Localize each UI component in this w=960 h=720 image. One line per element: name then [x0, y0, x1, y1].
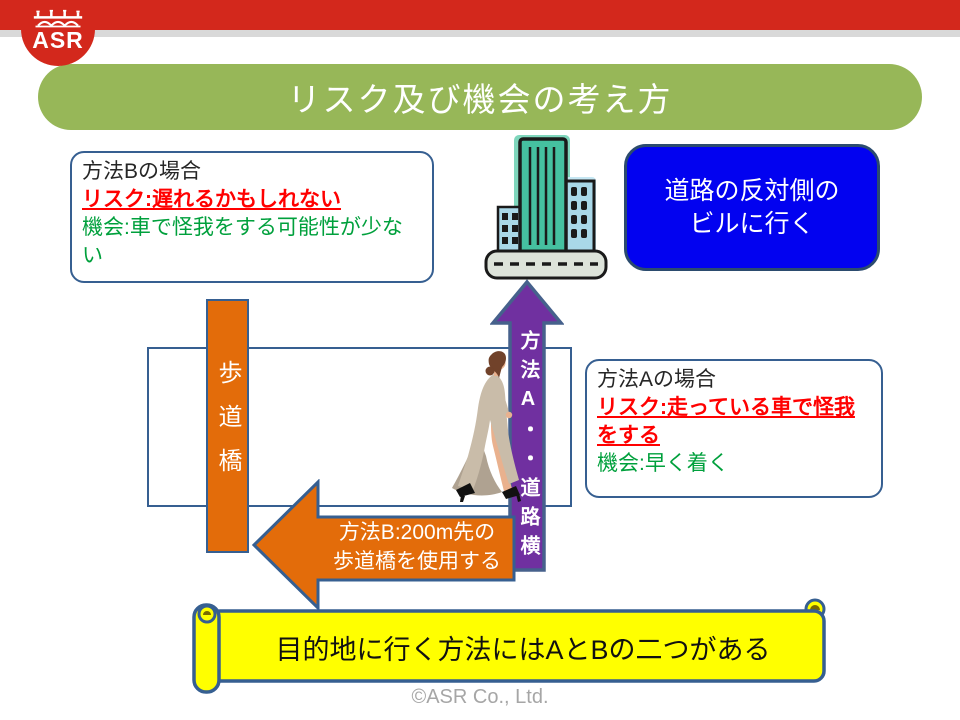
banner-text: 目的地に行く方法にはAとBの二つがある [275, 634, 771, 665]
goal-box: 道路の反対側の ビルに行く [624, 144, 880, 271]
method-a-arrow-label-wrap: 方法A・・道路横 [508, 330, 548, 568]
city-building-icon [484, 135, 608, 280]
walking-woman-icon [452, 351, 521, 502]
method-a-arrow-label: 方法A・・道路横 [517, 330, 539, 564]
slide-title: リスク及び機会の考え方 [287, 81, 673, 118]
method-b-risk: リスク:遅れるかもしれない [82, 188, 341, 211]
method-a-risk: リスク:走っている車で怪我をする [597, 396, 855, 447]
method-a-heading: 方法Aの場合 [597, 368, 717, 391]
scroll-banner-shape [192, 598, 826, 694]
method-a-arrow [490, 279, 564, 572]
method-b-arrow-label: 方法B:200m先の 歩道橋を使用する [318, 512, 516, 582]
goal-line2: ビルに行く [689, 209, 815, 238]
banner-label-wrap: 目的地に行く方法にはAとBの二つがある [230, 616, 816, 678]
logo-text: ASR [32, 27, 84, 53]
method-b-arrow [251, 479, 516, 611]
goal-line1: 道路の反対側の [664, 176, 840, 205]
divider-line [0, 30, 960, 37]
method-b-arrow-line2: 歩道橋を使用する [333, 550, 501, 573]
method-b-arrow-line1: 方法B:200m先の [338, 521, 496, 544]
method-b-opportunity: 機会:車で怪我をする可能性が少ない [82, 216, 403, 267]
method-b-note-box: 方法Bの場合 リスク:遅れるかもしれない 機会:車で怪我をする可能性が少ない [70, 151, 434, 283]
copyright-footer: ©ASR Co., Ltd. [411, 686, 549, 708]
asr-logo: ASR [21, 0, 95, 66]
bridge-icon [33, 9, 83, 28]
method-a-opportunity: 機会:早く着く [597, 452, 729, 475]
slide-title-bar: リスク及び機会の考え方 [38, 64, 922, 130]
method-b-heading: 方法Bの場合 [82, 160, 202, 183]
top-red-bar [0, 0, 960, 30]
pedestrian-bridge-label: 歩道橋 [214, 360, 241, 492]
pedestrian-bridge-bar: 歩道橋 [206, 299, 249, 553]
method-a-note-box: 方法Aの場合 リスク:走っている車で怪我をする 機会:早く着く [585, 359, 883, 498]
